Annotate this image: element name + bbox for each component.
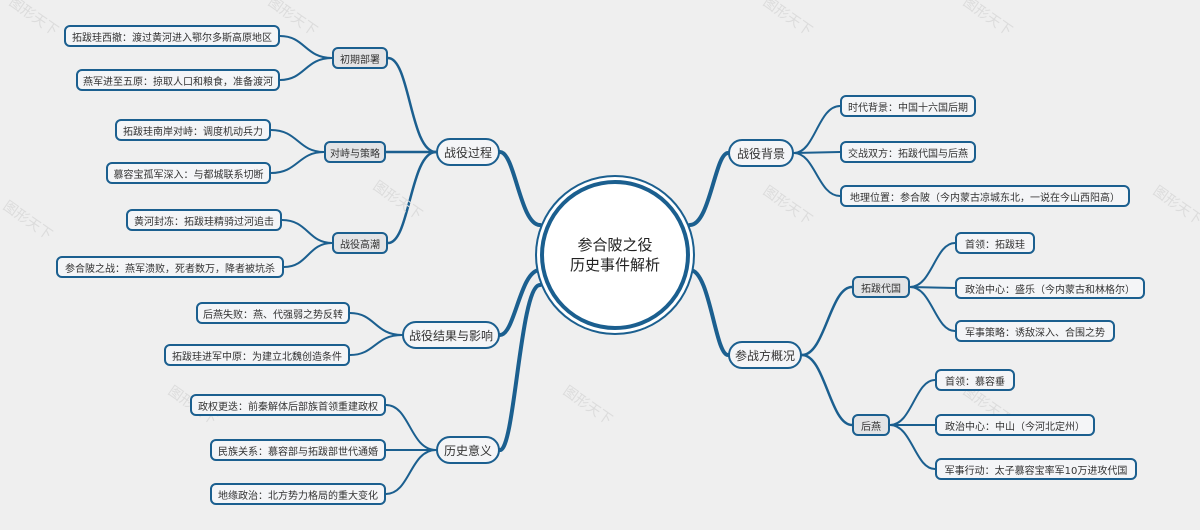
sub-later-yan[interactable]: 后燕 [852, 414, 890, 436]
sub-standoff-strategy[interactable]: 对峙与策略 [324, 141, 386, 163]
leaf-background-3[interactable]: 地理位置：参合陂（今内蒙古凉城东北，一说在今山西阳高） [840, 185, 1130, 207]
leaf-standoff-1[interactable]: 拓跋珪南岸对峙：调度机动兵力 [115, 119, 271, 141]
root-title-line1: 参合陂之役 [577, 236, 653, 254]
watermark: 图形天下 [5, 0, 61, 40]
watermark: 图形天下 [559, 383, 615, 429]
leaf-significance-3[interactable]: 地缘政治：北方势力格局的重大变化 [210, 483, 386, 505]
leaf-standoff-2[interactable]: 慕容宝孤军深入：与都城联系切断 [106, 162, 271, 184]
sub-early-deployment[interactable]: 初期部署 [332, 47, 388, 69]
leaf-yan-3[interactable]: 军事行动：太子慕容宝率军10万进攻代国 [935, 458, 1137, 480]
leaf-significance-1[interactable]: 政权更迭：前秦解体后部族首领重建政权 [190, 394, 386, 416]
branch-battle-background[interactable]: 战役背景 [728, 139, 794, 167]
leaf-background-2[interactable]: 交战双方：拓跋代国与后燕 [840, 141, 976, 163]
leaf-significance-2[interactable]: 民族关系：慕容部与拓跋部世代通婚 [210, 439, 386, 461]
leaf-climax-2[interactable]: 参合陂之战：燕军溃败，死者数万，降者被坑杀 [56, 256, 284, 278]
leaf-early-1[interactable]: 拓跋珪西撤：渡过黄河进入鄂尔多斯高原地区 [64, 25, 280, 47]
watermark: 图形天下 [759, 183, 815, 229]
leaf-dai-2[interactable]: 政治中心：盛乐（今内蒙古和林格尔） [955, 277, 1145, 299]
leaf-yan-1[interactable]: 首领：慕容垂 [935, 369, 1015, 391]
leaf-dai-3[interactable]: 军事策略：诱敌深入、合围之势 [955, 320, 1115, 342]
watermark: 图形天下 [369, 178, 425, 224]
leaf-background-1[interactable]: 时代背景：中国十六国后期 [840, 95, 976, 117]
sub-tuoba-dai[interactable]: 拓跋代国 [852, 276, 910, 298]
root-title-line2: 历史事件解析 [569, 256, 660, 274]
branch-battle-process[interactable]: 战役过程 [436, 138, 500, 166]
sub-battle-climax[interactable]: 战役高潮 [332, 232, 388, 254]
leaf-result-2[interactable]: 拓跋珪进军中原：为建立北魏创造条件 [164, 344, 350, 366]
leaf-climax-1[interactable]: 黄河封冻：拓跋珪精骑过河追击 [126, 209, 282, 231]
root-node[interactable]: 参合陂之役 历史事件解析 [540, 180, 690, 330]
leaf-result-1[interactable]: 后燕失败：燕、代强弱之势反转 [196, 302, 350, 324]
watermark: 图形天下 [0, 198, 55, 244]
branch-battle-result[interactable]: 战役结果与影响 [402, 321, 500, 349]
leaf-dai-1[interactable]: 首领：拓跋珪 [955, 232, 1035, 254]
watermark: 图形天下 [1149, 183, 1200, 229]
leaf-yan-2[interactable]: 政治中心：中山（今河北定州） [935, 414, 1095, 436]
branch-historical-significance[interactable]: 历史意义 [436, 436, 500, 464]
branch-participants[interactable]: 参战方概况 [728, 341, 802, 369]
watermark: 图形天下 [759, 0, 815, 40]
watermark: 图形天下 [959, 0, 1015, 40]
leaf-early-2[interactable]: 燕军进至五原：掠取人口和粮食，准备渡河 [76, 69, 280, 91]
